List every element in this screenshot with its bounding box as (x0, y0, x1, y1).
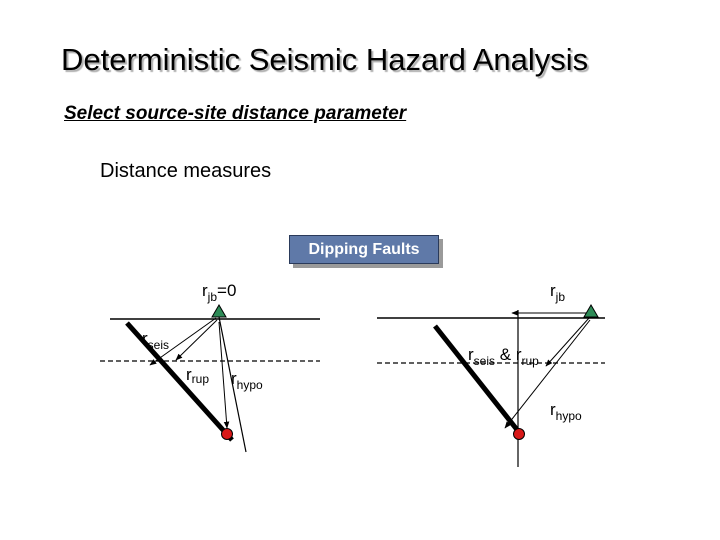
left-dipping-fault (125, 321, 234, 442)
right-hypocenter-marker (513, 428, 525, 440)
left-rhypo-label: rhypo (231, 369, 263, 392)
section-heading: Distance measures (100, 160, 272, 182)
right-rhypo-label: rhypo (550, 400, 582, 423)
left-rhypo-arrow (218, 321, 230, 429)
page-title: Deterministic Seismic Hazard Analysis (61, 42, 589, 77)
left-rseis-label: rseis (142, 329, 169, 352)
right-rhypo-arrow (504, 319, 591, 429)
right-rrup-arrow (545, 317, 590, 367)
left-vertical-reference (217, 311, 247, 453)
right-rjb-label: rjb (550, 281, 565, 304)
right-diagram: rjb rseis & rrup rhypo (377, 281, 605, 467)
left-site-marker (211, 304, 227, 318)
right-dipping-fault (433, 324, 524, 438)
subtitle: Select source-site distance parameter (64, 103, 407, 124)
left-rrup-arrow (175, 319, 218, 361)
left-rseis-arrow (149, 317, 217, 366)
left-diagram: rjb=0 rseis rrup rhypo (100, 281, 320, 453)
left-hypocenter-marker (221, 428, 233, 440)
right-rseis-rrup-label: rseis & rrup (468, 345, 539, 368)
dipping-faults-badge: Dipping Faults (289, 235, 439, 264)
left-rjb-label: rjb=0 (202, 281, 236, 304)
left-rrup-label: rrup (186, 365, 209, 386)
right-site-marker (583, 304, 599, 318)
